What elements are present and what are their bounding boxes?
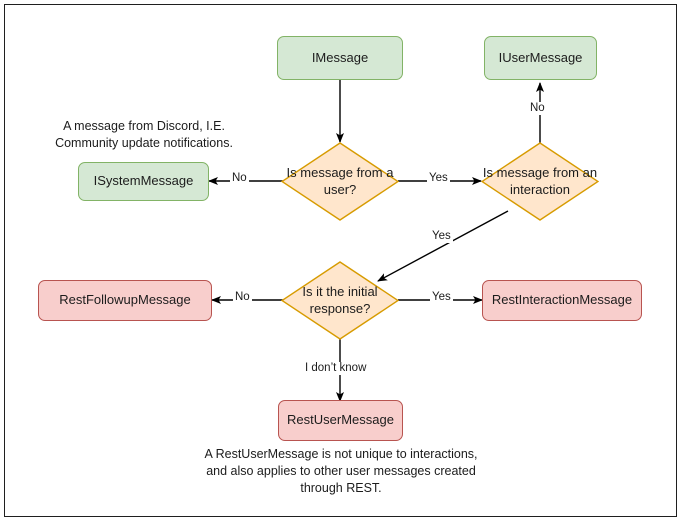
decision-from-interaction-shape [481, 142, 599, 221]
edge-label-initial-response-unknown: I don’t know [303, 362, 369, 375]
note-isystemmessage: A message from Discord, I.E. Community u… [55, 119, 233, 150]
node-iusermessage[interactable]: IUserMessage [484, 36, 597, 80]
node-restinteractionmessage-label: RestInteractionMessage [491, 292, 633, 308]
node-decision-from-user[interactable]: Is message from a user? [281, 142, 399, 221]
node-decision-from-interaction[interactable]: Is message from an interaction [481, 142, 599, 221]
edge-label-initial-response-yes: Yes [430, 291, 453, 304]
edge-label-initial-response-no: No [233, 291, 252, 304]
node-restusermessage[interactable]: RestUserMessage [278, 400, 403, 441]
node-imessage[interactable]: IMessage [277, 36, 403, 80]
node-imessage-label: IMessage [311, 49, 369, 65]
node-restfollowupmessage[interactable]: RestFollowupMessage [38, 280, 212, 321]
node-restusermessage-label: RestUserMessage [287, 412, 394, 428]
decision-from-user-shape [281, 142, 399, 221]
edge-label-from-interaction-no: No [528, 102, 547, 115]
edge-label-from-user-no: No [230, 172, 249, 185]
node-isystemmessage-label: ISystemMessage [93, 173, 194, 189]
node-decision-initial-response[interactable]: Is it the initial response? [281, 261, 399, 340]
edge-label-from-user-yes: Yes [427, 172, 450, 185]
decision-initial-response-shape [281, 261, 399, 340]
node-restinteractionmessage[interactable]: RestInteractionMessage [482, 280, 642, 321]
edge-from-interaction-yes-to-initial-response [377, 210, 509, 282]
edge-label-from-interaction-yes: Yes [430, 230, 453, 243]
node-iusermessage-label: IUserMessage [498, 49, 583, 65]
node-isystemmessage[interactable]: ISystemMessage [78, 162, 209, 201]
node-restfollowupmessage-label: RestFollowupMessage [59, 292, 191, 308]
note-restusermessage: A RestUserMessage is not unique to inter… [204, 447, 478, 495]
